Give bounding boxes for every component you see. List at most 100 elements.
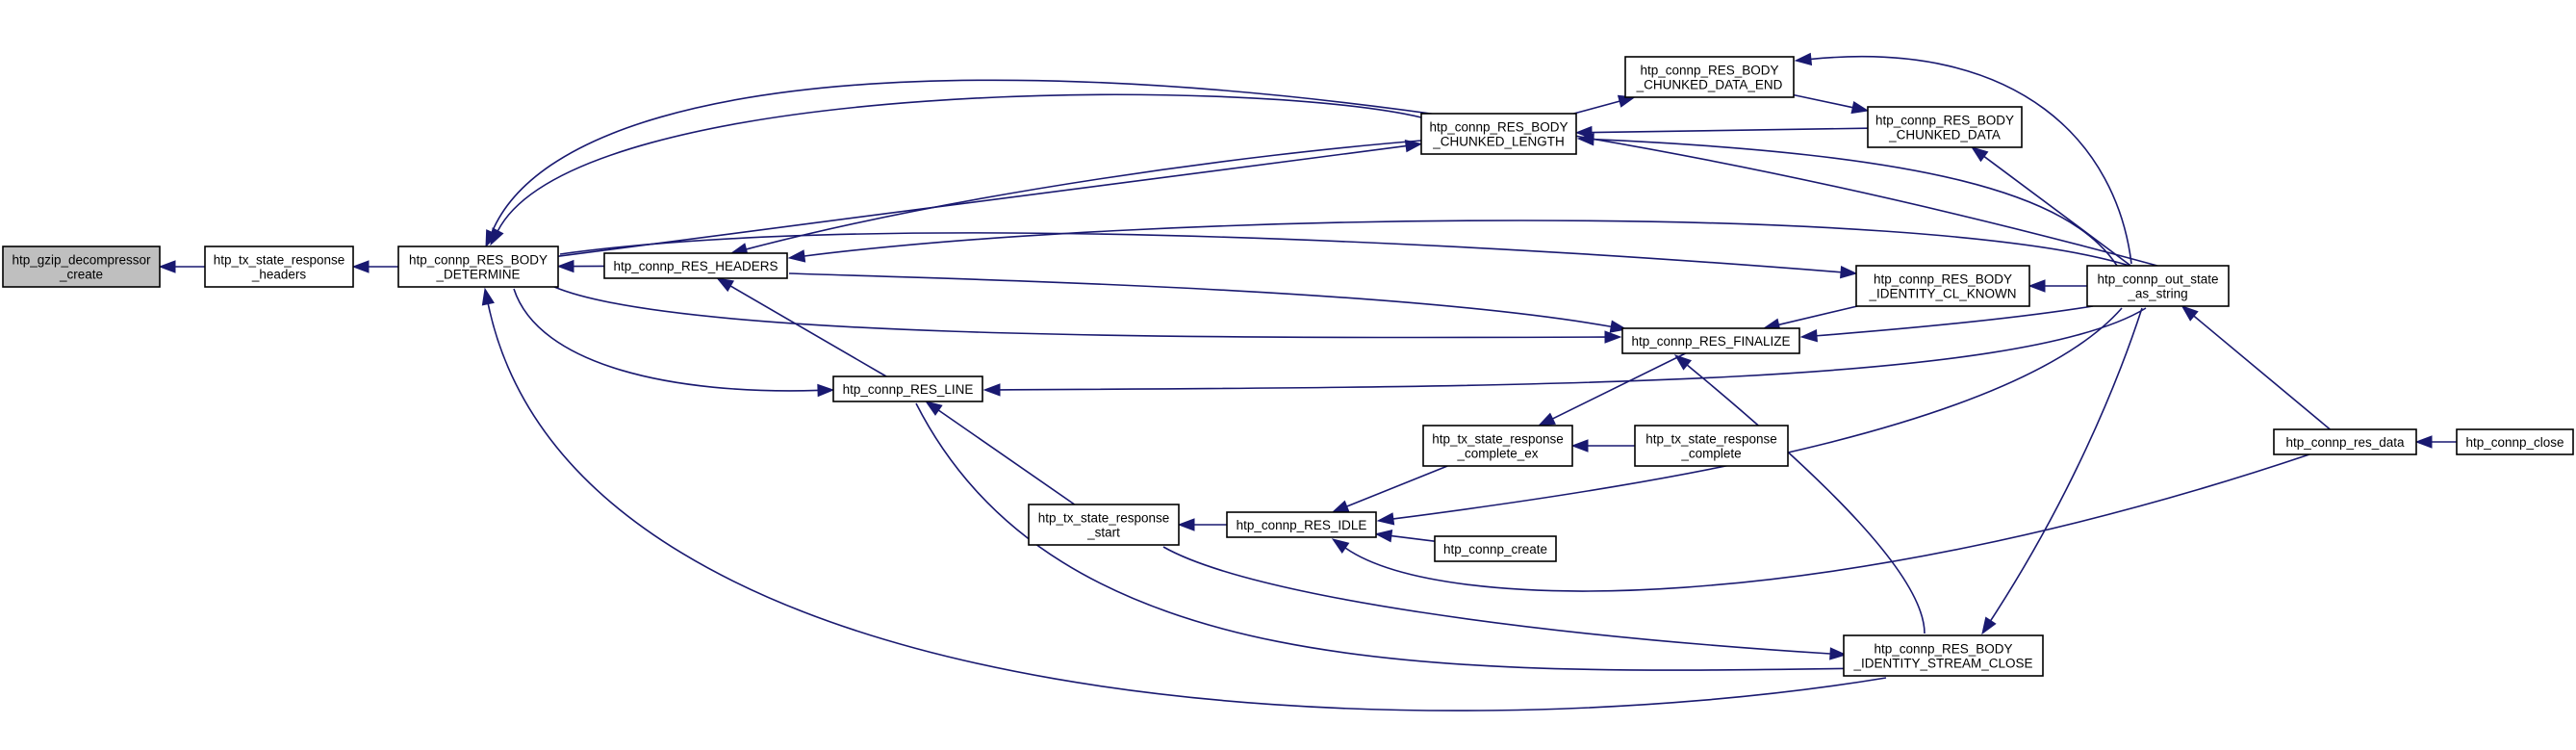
graph-node-gzip[interactable]: htp_gzip_decompressor_create <box>2 246 161 288</box>
edge-line <box>497 93 1422 232</box>
node-label: _headers <box>251 268 307 282</box>
node-label: htp_connp_RES_BODY <box>1874 272 2012 287</box>
edge-line <box>1793 93 1853 109</box>
edges-layer <box>158 52 2457 711</box>
edge-close-to-resdata <box>2414 435 2457 449</box>
graph-node-idle[interactable]: htp_connp_RES_IDLE <box>1226 511 1377 538</box>
node-box <box>397 246 559 288</box>
node-box <box>204 246 354 288</box>
node-label: htp_gzip_decompressor <box>12 253 151 268</box>
edge-resdata-to-idle <box>1331 453 2310 592</box>
graph-node-complete[interactable]: htp_tx_state_response_complete <box>1634 425 1789 467</box>
edge-streamclose-to-determine <box>481 287 1887 711</box>
node-box <box>1422 425 1573 467</box>
graph-node-create[interactable]: htp_connp_create <box>1434 535 1557 562</box>
graph-node-finalize[interactable]: htp_connp_RES_FINALIZE <box>1621 327 1800 354</box>
edge-line <box>1392 307 2123 520</box>
edge-outstate-to-chunkend <box>1794 52 2132 265</box>
graph-node-start[interactable]: htp_tx_state_response_start <box>1028 504 1180 546</box>
graph-node-streamclose[interactable]: htp_connp_RES_BODY_IDENTITY_STREAM_CLOSE <box>1843 634 2044 677</box>
graph-node-clknown[interactable]: htp_connp_RES_BODY_IDENTITY_CL_KNOWN <box>1855 265 2030 307</box>
graph-node-complete_ex[interactable]: htp_tx_state_response_complete_ex <box>1422 425 1573 467</box>
node-label: _as_string <box>2127 287 2187 301</box>
edge-determine-to-txresph <box>351 260 398 273</box>
edge-line <box>1810 55 2132 265</box>
node-label: _IDENTITY_STREAM_CLOSE <box>1852 657 2032 671</box>
edge-chunklen-to-headers <box>729 140 1422 256</box>
arrowhead <box>716 277 735 293</box>
edge-outstate-to-chunkdata <box>1971 146 2131 267</box>
node-label: htp_tx_state_response <box>1432 432 1564 447</box>
graph-node-chunklen[interactable]: htp_connp_RES_BODY_CHUNKED_LENGTH <box>1420 113 1577 155</box>
graph-node-resdata[interactable]: htp_connp_res_data <box>2273 428 2417 455</box>
node-box <box>2086 265 2230 307</box>
arrowhead <box>1576 133 1594 146</box>
graph-node-line[interactable]: htp_connp_RES_LINE <box>832 375 983 402</box>
arrowhead <box>1794 52 1813 66</box>
edge-resdata-to-outstate <box>2181 305 2331 430</box>
edge-start-to-streamclose <box>1162 546 1848 660</box>
edge-line <box>915 402 1862 671</box>
node-box <box>1624 56 1795 98</box>
node-label: _IDENTITY_CL_KNOWN <box>1868 287 2016 301</box>
node-box <box>1855 265 2030 307</box>
graph-node-chunkdata[interactable]: htp_connp_RES_BODY_CHUNKED_DATA <box>1867 106 2023 148</box>
node-box <box>832 375 983 402</box>
graph-node-outstate[interactable]: htp_connp_out_state_as_string <box>2086 265 2230 307</box>
graph-node-close[interactable]: htp_connp_close <box>2456 428 2574 455</box>
graph-node-determine[interactable]: htp_connp_RES_BODY_DETERMINE <box>397 246 559 288</box>
node-label: _CHUNKED_DATA_END <box>1636 78 1783 92</box>
edge-line <box>999 307 2147 391</box>
edge-line <box>803 220 2130 267</box>
edge-determine-to-line <box>513 288 835 398</box>
graph-node-chunkend[interactable]: htp_connp_RES_BODY_CHUNKED_DATA_END <box>1624 56 1795 98</box>
edge-line <box>1552 352 1686 420</box>
arrowhead <box>1570 439 1589 453</box>
edge-outstate-to-headers <box>787 220 2130 267</box>
edge-streamclose-to-finalize <box>1673 354 1926 634</box>
edge-line <box>1593 138 2118 267</box>
edge-line <box>729 285 887 377</box>
node-box <box>1867 106 2023 148</box>
arrowhead <box>1829 647 1848 660</box>
graph-node-txresph[interactable]: htp_tx_state_response_headers <box>204 246 354 288</box>
arrowhead <box>787 249 806 263</box>
edge-line <box>491 79 2158 267</box>
edge-headers-to-finalize <box>788 272 1628 333</box>
node-box <box>1634 425 1789 467</box>
edge-line <box>1573 100 1620 115</box>
node-label: _CHUNKED_DATA <box>1888 128 2001 142</box>
node-label: htp_connp_res_data <box>2285 435 2405 450</box>
arrowhead <box>925 401 943 416</box>
edge-line <box>513 288 819 392</box>
node-label: htp_connp_RES_BODY <box>1875 114 2014 128</box>
edge-line <box>1346 465 1448 507</box>
graph-node-headers[interactable]: htp_connp_RES_HEADERS <box>603 252 788 279</box>
edge-line <box>557 144 1407 257</box>
arrowhead <box>2181 305 2199 322</box>
edge-outstate-to-idle <box>1376 307 2123 526</box>
edge-line <box>1591 127 1869 134</box>
edge-idle-to-start <box>1177 518 1227 531</box>
edge-line <box>1162 546 1831 655</box>
node-label: _start <box>1086 526 1120 540</box>
node-label: htp_connp_RES_FINALIZE <box>1631 334 1790 349</box>
arrowhead <box>481 287 495 306</box>
edge-line <box>1778 305 1858 326</box>
node-label: htp_connp_close <box>2465 435 2563 450</box>
node-label: htp_connp_RES_BODY <box>409 253 548 268</box>
node-box <box>1434 535 1557 562</box>
edge-chunkend-to-chunkdata <box>1793 93 1870 115</box>
node-box <box>2 246 161 288</box>
node-label: htp_connp_RES_BODY <box>1874 642 2012 657</box>
arrowhead <box>1331 538 1350 554</box>
arrowhead <box>1374 529 1393 543</box>
arrowhead <box>485 229 498 248</box>
arrowhead <box>1840 265 1858 279</box>
edge-determine-to-clknown <box>559 232 1858 279</box>
arrowhead <box>2028 279 2046 293</box>
edge-complete_ex-to-idle <box>1331 465 1448 513</box>
arrowhead <box>158 260 176 273</box>
arrowhead <box>1331 500 1350 513</box>
